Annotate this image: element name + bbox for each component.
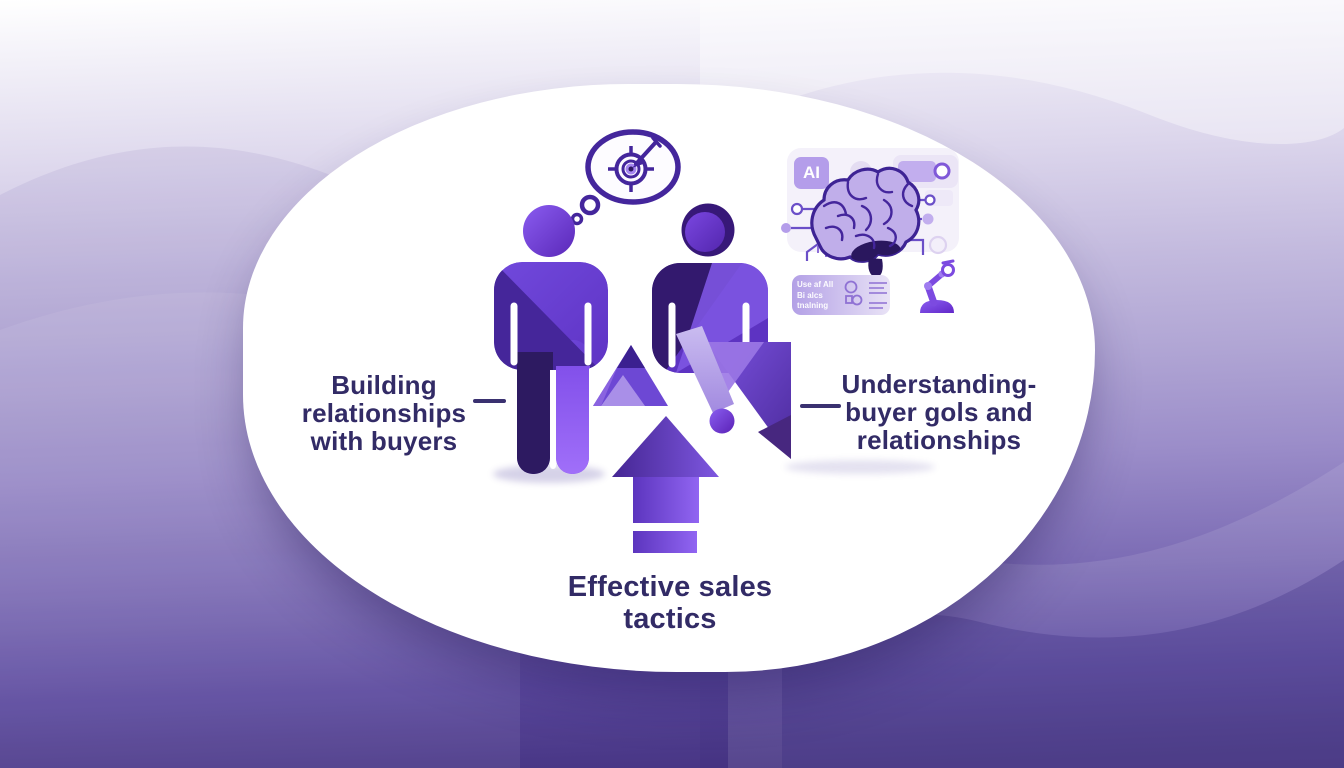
robot-arm-icon (920, 259, 955, 313)
alert-dot-icon (709, 408, 735, 434)
card-text-line: Bi alcs (797, 290, 823, 300)
card-text-lines (869, 282, 887, 309)
card-text-line: tnalning (797, 301, 829, 310)
label-building-relationships: Building relationships with buyers (258, 371, 510, 455)
label-line: buyer gols and (845, 397, 1033, 427)
ai-card (792, 275, 890, 315)
label-understanding-buyer: Understanding- buyer gols and relationsh… (814, 370, 1064, 454)
ai-cluster (781, 148, 959, 315)
target-icon (608, 146, 654, 192)
gear-icon (844, 280, 863, 306)
faceted-triangle-icon (706, 342, 791, 459)
label-line: Understanding- (841, 369, 1037, 399)
label-line: Building (331, 370, 437, 400)
figure-shadow (785, 460, 935, 474)
growth-arrow-icon (612, 416, 719, 553)
pyramid-icon (593, 345, 668, 406)
card-text-line: Use af All (797, 280, 834, 289)
figure-shadow (493, 465, 605, 483)
left-person-icon (493, 205, 608, 483)
ai-chip-label: AI (803, 163, 820, 182)
dart-icon (632, 136, 662, 168)
label-line: relationships (856, 425, 1022, 455)
thought-bubble-icon (570, 129, 681, 226)
connector-left (473, 399, 506, 403)
ai-chip-icon (794, 157, 829, 189)
lavender-band (676, 326, 734, 413)
label-line: relationships (301, 398, 467, 428)
triangle-shapes (593, 326, 791, 553)
connector-right (800, 404, 841, 408)
ai-card-text: Use af All Bi alcs tnalning (797, 280, 849, 312)
status-pill (893, 155, 958, 188)
label-line: with buyers (310, 426, 458, 456)
brain-stem (868, 258, 883, 278)
brain-icon (810, 166, 921, 278)
label-effective-sales-tactics: Effective sales tactics (567, 571, 773, 635)
